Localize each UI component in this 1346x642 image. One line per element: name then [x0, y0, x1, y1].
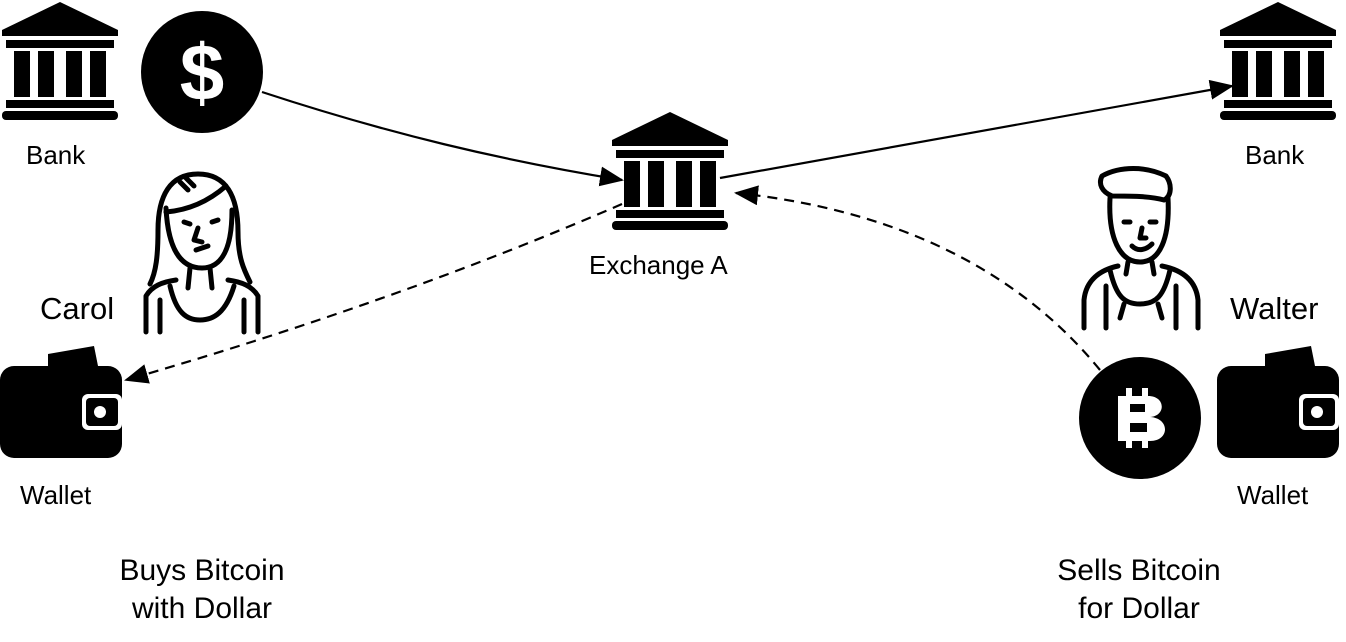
buyer-caption-line1: Buys Bitcoin	[119, 554, 285, 587]
bank-right-label: Bank	[1245, 140, 1305, 170]
exchange-label: Exchange A	[589, 250, 728, 280]
dollar-to-exchange-arrow	[261, 90, 624, 187]
woman-avatar-icon	[143, 171, 261, 335]
bank-left-label: Bank	[26, 140, 86, 170]
exchange-to-buyer-wallet-arrow	[124, 202, 623, 384]
dollar-coin-icon: $	[141, 11, 263, 133]
bank-icon	[2, 2, 118, 120]
buyer-caption: Buys Bitcoin with Dollar	[72, 552, 332, 628]
buyer-caption-line2: with Dollar	[131, 592, 273, 625]
wallet-right-label: Wallet	[1237, 480, 1309, 510]
seller-caption-line2: for Dollar	[1078, 592, 1200, 625]
wallet-icon	[1217, 346, 1339, 458]
exchange-to-seller-bank-arrow	[719, 79, 1234, 180]
man-avatar-icon	[1081, 166, 1201, 331]
bitcoin-coin-icon	[1079, 357, 1201, 479]
bank-icon	[612, 112, 728, 230]
wallet-icon	[0, 346, 122, 458]
seller-caption: Sells Bitcoin for Dollar	[1009, 552, 1269, 628]
seller-name: Walter	[1230, 291, 1319, 326]
seller-caption-line1: Sells Bitcoin	[1057, 554, 1221, 587]
svg-text:$: $	[180, 28, 225, 117]
buyer-name: Carol	[40, 291, 115, 326]
bank-icon	[1220, 2, 1336, 120]
bitcoin-to-exchange-arrow	[734, 185, 1101, 371]
wallet-left-label: Wallet	[20, 480, 92, 510]
